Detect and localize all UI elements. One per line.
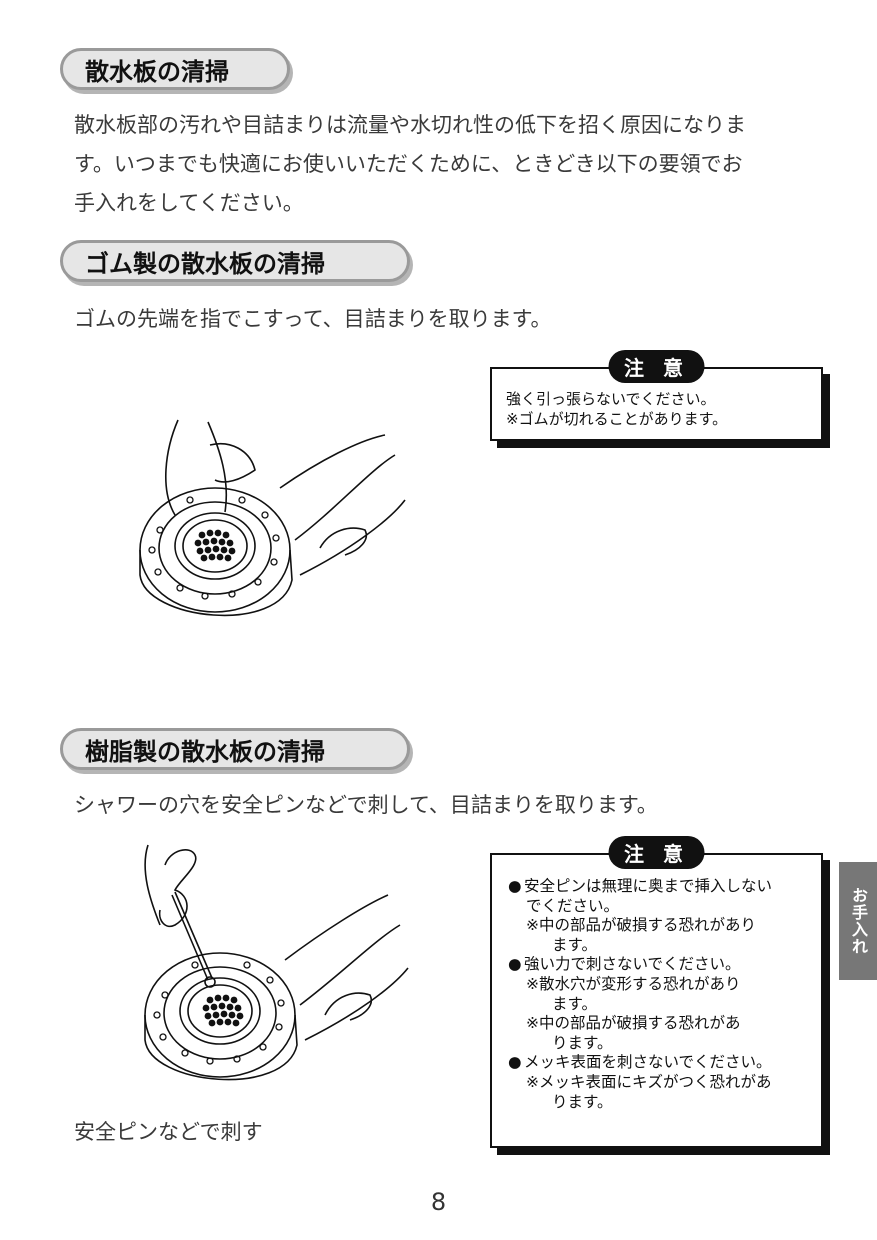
intro-line: 散水板部の汚れや目詰まりは流量や水切れ性の低下を招く原因になりま (74, 113, 746, 137)
caution-note: ※中の部品が破損する恐れがあり (526, 916, 756, 935)
section-heading-text: 樹脂製の散水板の清掃 (85, 737, 325, 766)
caution-text: でください。 (526, 896, 620, 915)
caution-text: 強い力で刺さないでください。 (524, 955, 741, 974)
caution-note: ます。 (552, 994, 597, 1013)
section-heading-text: 散水板の清掃 (85, 57, 229, 86)
resin-instruction: シャワーの穴を安全ピンなどで刺して、目詰まりを取ります。 (74, 793, 658, 817)
rubber-instruction: ゴムの先端を指でこすって、目詰まりを取ります。 (74, 307, 552, 331)
caution-text: 安全ピンは無理に奥まで挿入しない (524, 877, 773, 895)
page-number: 8 (430, 1188, 447, 1216)
caution-note: ※ゴムが切れることがあります。 (506, 410, 728, 428)
caution-note: ります。 (552, 1033, 613, 1052)
section-heading-resin-plate: 樹脂製の散水板の清掃 (60, 728, 410, 770)
intro-line: 手入れをしてください。 (74, 191, 304, 215)
illustration-caption: 安全ピンなどで刺す (74, 1120, 263, 1144)
shower-head-finger-illustration (139, 419, 406, 617)
bullet-icon: ● (508, 877, 522, 895)
caution-label: 注 意 (608, 836, 705, 869)
caution-note: ※中の部品が破損する恐れがあ (526, 1014, 741, 1033)
caution-bullet: ● 強い力で刺さないでください。 (508, 955, 821, 975)
caution-note: ます。 (552, 935, 597, 954)
caution-note: ※メッキ表面にキズがつく恐れがあ (526, 1072, 772, 1091)
caution-box-resin: 注 意 ● 安全ピンは無理に奥まで挿入しない でください。 ※中の部品が破損する… (490, 836, 823, 1148)
section-heading-text: ゴム製の散水板の清掃 (85, 249, 325, 278)
intro-line: す。いつまでも快適にお使いいただくために、ときどき以下の要領でお (74, 152, 743, 176)
shower-head-pin-illustration (144, 844, 409, 1081)
caution-bullet: ● メッキ表面を刺さないでください。 (508, 1053, 821, 1073)
caution-text: メッキ表面を刺さないでください。 (524, 1053, 772, 1072)
intro-paragraph: 散水板部の汚れや目詰まりは流量や水切れ性の低下を招く原因になりま す。いつまでも… (74, 106, 854, 223)
caution-text: 強く引っ張らないでください。 (506, 390, 716, 408)
bullet-icon: ● (508, 955, 522, 974)
side-tab-maintenance: お手入れ (839, 862, 877, 980)
caution-note: ※散水穴が変形する恐れがあり (526, 974, 741, 993)
caution-box-rubber: 注 意 強く引っ張らないでください。 ※ゴムが切れることがあります。 (490, 350, 823, 441)
caution-bullet: ● 安全ピンは無理に奥まで挿入しない (508, 877, 821, 897)
bullet-icon: ● (508, 1053, 522, 1072)
caution-note: ります。 (552, 1092, 613, 1111)
section-heading-rubber-plate: ゴム製の散水板の清掃 (60, 240, 410, 282)
caution-label: 注 意 (608, 350, 705, 383)
section-heading-spray-plate: 散水板の清掃 (60, 48, 290, 90)
